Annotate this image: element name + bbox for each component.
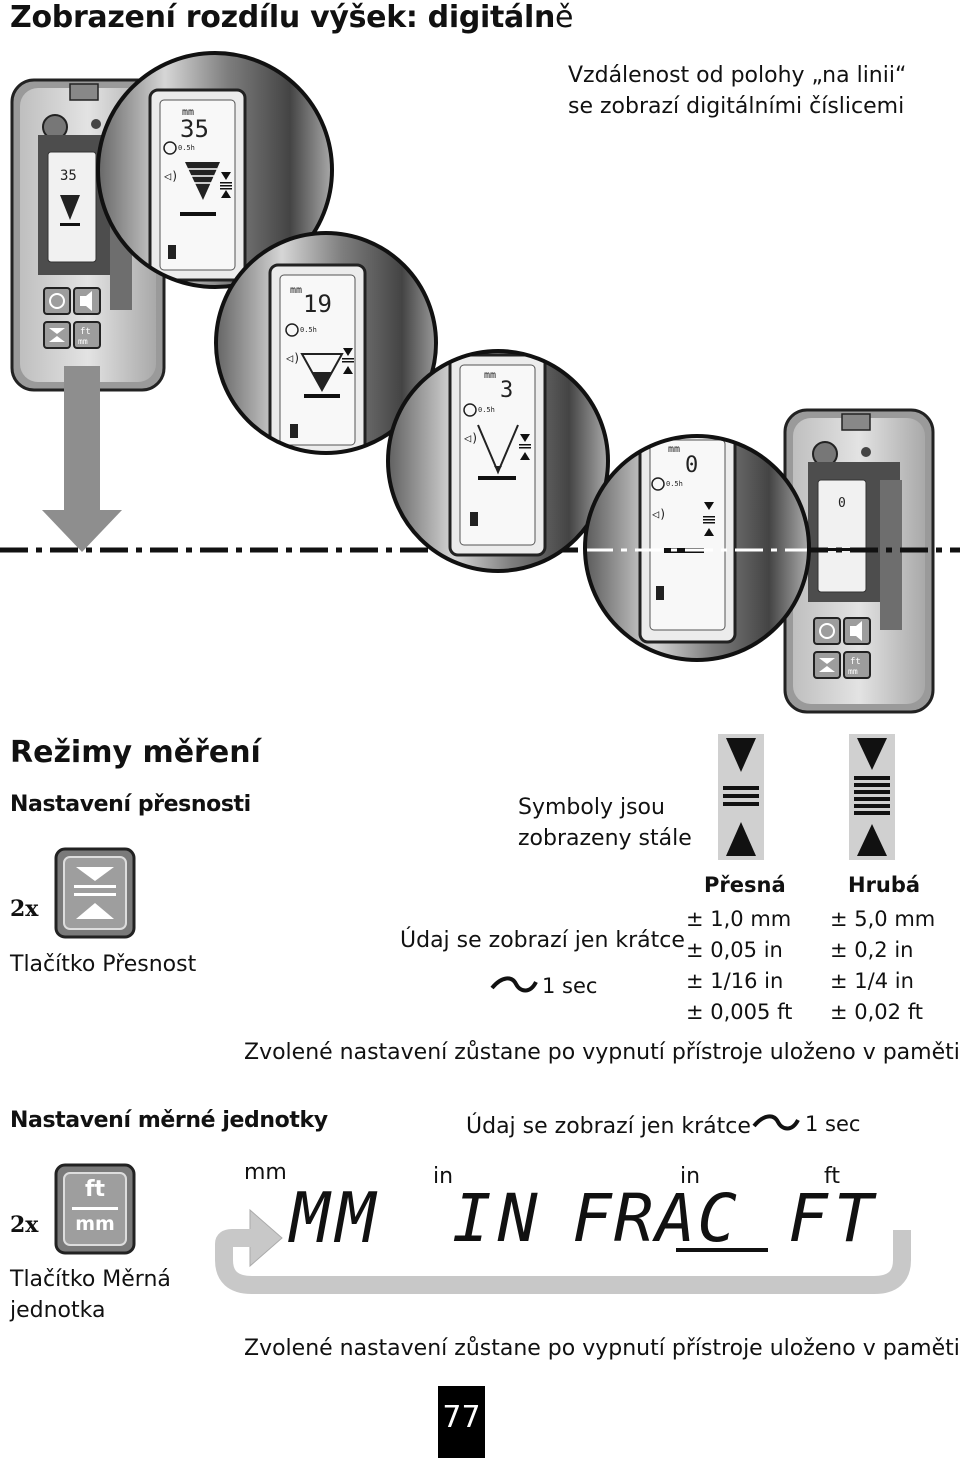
svg-text:mm: mm xyxy=(484,370,496,381)
svg-text:19: 19 xyxy=(303,290,332,318)
svg-text:◁): ◁) xyxy=(651,507,666,521)
coarse-values: ± 5,0 mm ± 0,2 in ± 1/4 in ± 0,02 ft xyxy=(830,904,935,1028)
coarse-value: ± 0,02 ft xyxy=(830,1000,923,1024)
lcd-unit-frac: FRAC xyxy=(572,1180,739,1257)
fine-value: ± 0,05 in xyxy=(686,938,783,962)
precision-press-count: 2x xyxy=(10,896,39,922)
unit-small-label: in xyxy=(680,1164,701,1189)
frac-underline xyxy=(676,1248,768,1252)
unit-heading: Nastavení měrné jednotky xyxy=(10,1108,328,1133)
unit-small-label: ft xyxy=(824,1164,840,1189)
lcd-unit-in: IN xyxy=(452,1180,544,1257)
unit-button-icon: ft mm xyxy=(54,1163,136,1255)
coarse-label: Hrubá xyxy=(848,873,921,897)
unit-button-label: Tlačítko Měrná jednotka xyxy=(10,1267,171,1323)
fine-values: ± 1,0 mm ± 0,05 in ± 1/16 in ± 0,005 ft xyxy=(686,904,792,1028)
fine-value: ± 0,005 ft xyxy=(686,1000,793,1024)
fine-value: ± 1/16 in xyxy=(686,969,784,993)
svg-text:0.5h: 0.5h xyxy=(478,406,495,414)
distance-note: Vzdálenost od polohy „na linii“ se zobra… xyxy=(568,63,907,119)
coarse-value: ± 5,0 mm xyxy=(830,907,936,931)
tilde-icon xyxy=(752,1114,800,1131)
svg-text:mm: mm xyxy=(78,337,88,346)
coarse-symbol-icon xyxy=(849,734,895,860)
precision-duration: 1 sec xyxy=(542,974,598,998)
magnifier-0mm: mm 0 0.5h ◁) xyxy=(583,434,811,662)
coarse-value: ± 0,2 in xyxy=(830,938,914,962)
unit-memory-note: Zvolené nastavení zůstane po vypnutí pří… xyxy=(244,1336,960,1361)
svg-text:mm: mm xyxy=(668,444,680,455)
unit-small-label: in xyxy=(433,1164,454,1189)
svg-text:ft: ft xyxy=(850,657,861,667)
page-number: 77 xyxy=(438,1386,485,1458)
precision-memory-note: Zvolené nastavení zůstane po vypnutí pří… xyxy=(244,1040,960,1065)
fine-value: ± 1,0 mm xyxy=(686,907,792,931)
magnifier-19mm: mm 19 0.5h ◁) xyxy=(214,231,438,455)
precision-button-label: Tlačítko Přesnost xyxy=(10,952,197,977)
section-heading-modes: Režimy měření xyxy=(10,735,261,770)
svg-text:0.5h: 0.5h xyxy=(666,480,683,488)
down-arrow xyxy=(42,366,122,552)
svg-text:◁): ◁) xyxy=(285,351,300,365)
unit-brief-display: Údaj se zobrazí jen krátce xyxy=(466,1114,751,1139)
svg-text:3: 3 xyxy=(500,378,513,403)
svg-text:mm: mm xyxy=(290,285,302,296)
precision-brief-display: Údaj se zobrazí jen krátce xyxy=(400,928,685,953)
svg-text:mm: mm xyxy=(182,107,194,118)
receiver-right: 0 ft mm xyxy=(783,408,935,714)
svg-text:0: 0 xyxy=(685,453,698,478)
svg-text:◁): ◁) xyxy=(163,169,178,183)
magnifier-3mm: mm 3 0.5h ◁) xyxy=(386,349,610,573)
svg-text:35: 35 xyxy=(60,168,77,184)
magnifier-35mm: mm 35 0.5h ◁) xyxy=(96,51,334,289)
svg-text:0.5h: 0.5h xyxy=(300,326,317,334)
precision-button-icon xyxy=(54,847,136,939)
receiver-illustration: 35 ft mm 0 ft mm xyxy=(0,51,960,714)
tilde-icon xyxy=(490,976,538,993)
lcd-unit-mm: MM xyxy=(290,1178,382,1259)
svg-text:35: 35 xyxy=(180,115,209,143)
unit-duration: 1 sec xyxy=(805,1112,861,1136)
symbols-note: Symboly jsou zobrazeny stále xyxy=(518,795,692,851)
fine-label: Přesná xyxy=(704,873,786,897)
svg-text:0.5h: 0.5h xyxy=(178,144,195,152)
lcd-unit-ft: FT xyxy=(788,1180,880,1257)
svg-text:0: 0 xyxy=(838,496,846,511)
unit-press-count: 2x xyxy=(10,1212,39,1238)
unit-cycle-arrow xyxy=(215,1208,911,1294)
unit-small-label: mm xyxy=(244,1160,287,1185)
precision-heading: Nastavení přesnosti xyxy=(10,792,251,817)
svg-text:mm: mm xyxy=(848,667,858,676)
svg-text:◁): ◁) xyxy=(463,431,478,445)
fine-symbol-icon xyxy=(718,734,764,860)
svg-text:ft: ft xyxy=(80,327,91,337)
coarse-value: ± 1/4 in xyxy=(830,969,914,993)
page-title: Zobrazení rozdílu výšek: digitálně xyxy=(10,0,574,35)
